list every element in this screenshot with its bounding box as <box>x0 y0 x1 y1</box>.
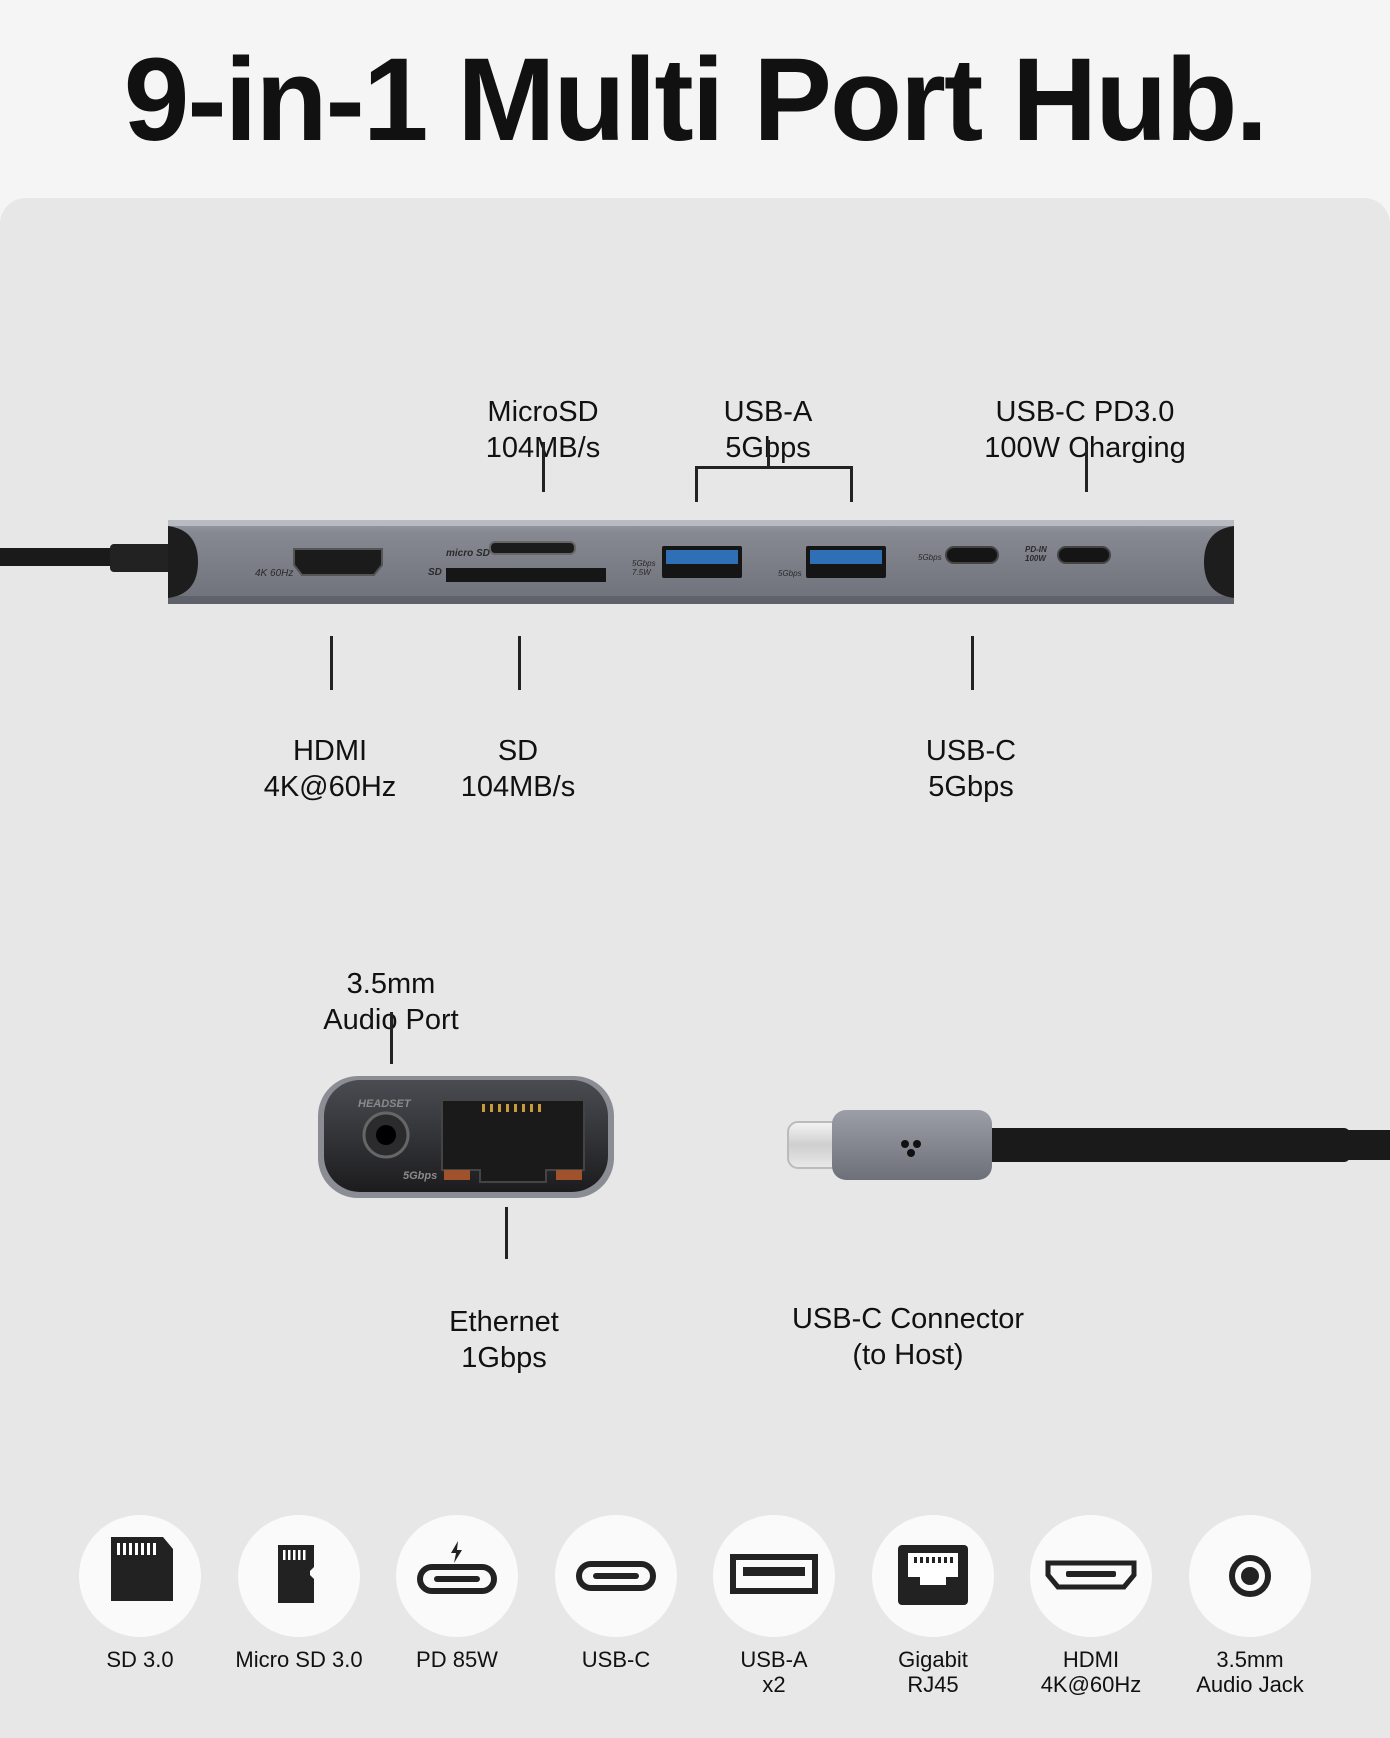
product-panel <box>0 198 1390 1738</box>
usba-bracket-right <box>850 466 853 502</box>
connector-cable <box>970 1128 1350 1162</box>
headset-engraving: HEADSET <box>358 1098 411 1110</box>
sd-slot <box>446 568 606 582</box>
page-title: 9-in-1 Multi Port Hub. <box>123 34 1268 166</box>
usb-c-icon-label: USB-C <box>581 1647 651 1672</box>
usb-c-pd-icon <box>396 1515 518 1637</box>
microsd-slot <box>489 541 576 555</box>
audio-jack-icon <box>1189 1515 1311 1637</box>
usb-c-pd-label: PD 85W <box>416 1647 498 1672</box>
hdmi-port <box>293 548 383 576</box>
hub-cable-strain-relief <box>110 544 172 572</box>
usbc-pd-port <box>1057 546 1111 564</box>
ethernet-leader-line <box>505 1207 508 1259</box>
usba-bracket-left <box>695 466 698 502</box>
hub-cable <box>0 548 120 566</box>
microsd-label: MicroSD104MB/s <box>486 396 600 464</box>
brand-logo <box>901 1140 921 1157</box>
usba-leader-line <box>767 440 770 468</box>
connector-label: USB-C Connector(to Host) <box>791 1303 1025 1371</box>
hub-side-view <box>318 1076 614 1198</box>
hdmi-icon <box>1030 1515 1152 1637</box>
hdmi-engraving: 4K 60Hz <box>255 568 294 579</box>
usba-label: USB-A5Gbps <box>723 396 813 464</box>
hdmi-leader-line <box>330 636 333 690</box>
micro-sd-card-icon <box>238 1515 360 1637</box>
hub-device <box>0 520 1234 604</box>
usbc-leader-line <box>971 636 974 690</box>
sd-engraving: SD <box>428 567 442 578</box>
ethernet-port <box>441 1099 585 1183</box>
microsd-engraving: micro SD <box>446 548 490 559</box>
speed-engraving: 5Gbps <box>403 1170 438 1182</box>
usba2-engraving: 5Gbps <box>778 569 802 578</box>
usbc-pd-leader-line <box>1085 442 1088 492</box>
usb-c-icon <box>555 1515 677 1637</box>
connector-housing <box>832 1110 992 1180</box>
audio-leader-line <box>390 1012 393 1064</box>
usba-bracket <box>695 466 853 469</box>
hub-end-cap-right <box>1204 526 1234 598</box>
sd-leader-line <box>518 636 521 690</box>
usba1-engraving: 5Gbps 7.5W <box>632 559 656 577</box>
usb-a-icon <box>713 1515 835 1637</box>
sd-card-label: SD 3.0 <box>106 1647 174 1672</box>
usbc-port <box>945 546 999 564</box>
micro-sd-card-label: Micro SD 3.0 <box>235 1647 363 1672</box>
sd-card-icon <box>79 1515 201 1637</box>
hub-end-cap-left <box>168 526 198 598</box>
usb-c-connector <box>787 1110 1390 1180</box>
usbc-engraving: 5Gbps <box>918 553 942 562</box>
rj45-icon <box>872 1515 994 1637</box>
microsd-leader-line <box>542 442 545 492</box>
pd-engraving: PD-IN 100W <box>1025 545 1047 563</box>
